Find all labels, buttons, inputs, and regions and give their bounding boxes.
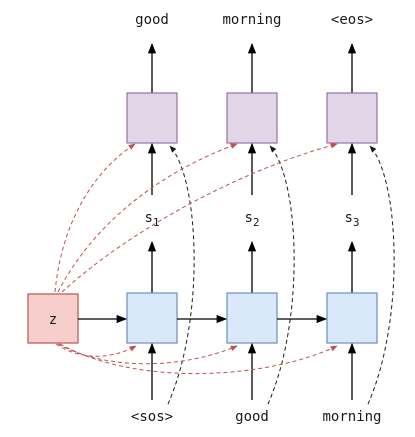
dashed-z-to-decoder2: [57, 143, 238, 293]
decoder-box-2: [226, 92, 278, 144]
input-word-3: morning: [322, 409, 381, 425]
dashed-z-to-decoder3: [61, 142, 338, 293]
dashed-z-to-decoder1: [54, 143, 136, 293]
dashed-input2-to-decoder2: [267, 145, 295, 405]
encoder-box-1: [126, 292, 178, 344]
latent-z-label: z: [49, 312, 57, 328]
dashed-z-to-encoder2: [57, 343, 238, 365]
output-word-2: morning: [222, 12, 281, 28]
dashed-z-to-encoder1: [55, 343, 137, 357]
decoder-box-3: [326, 92, 378, 144]
dashed-input1-to-decoder1: [167, 145, 195, 405]
output-word-3: <eos>: [331, 12, 373, 28]
input-word-1: <sos>: [131, 409, 173, 425]
state-label-3: s3: [344, 210, 359, 229]
encoder-box-2: [226, 292, 278, 344]
encoder-box-3: [326, 292, 378, 344]
state-label-2: s2: [244, 210, 259, 229]
dashed-input3-to-decoder3: [367, 145, 395, 405]
output-word-1: good: [135, 12, 169, 28]
decoder-box-1: [126, 92, 178, 144]
input-word-2: good: [235, 409, 269, 425]
dashed-z-to-encoder3: [59, 343, 338, 374]
state-label-1: s1: [144, 210, 159, 229]
